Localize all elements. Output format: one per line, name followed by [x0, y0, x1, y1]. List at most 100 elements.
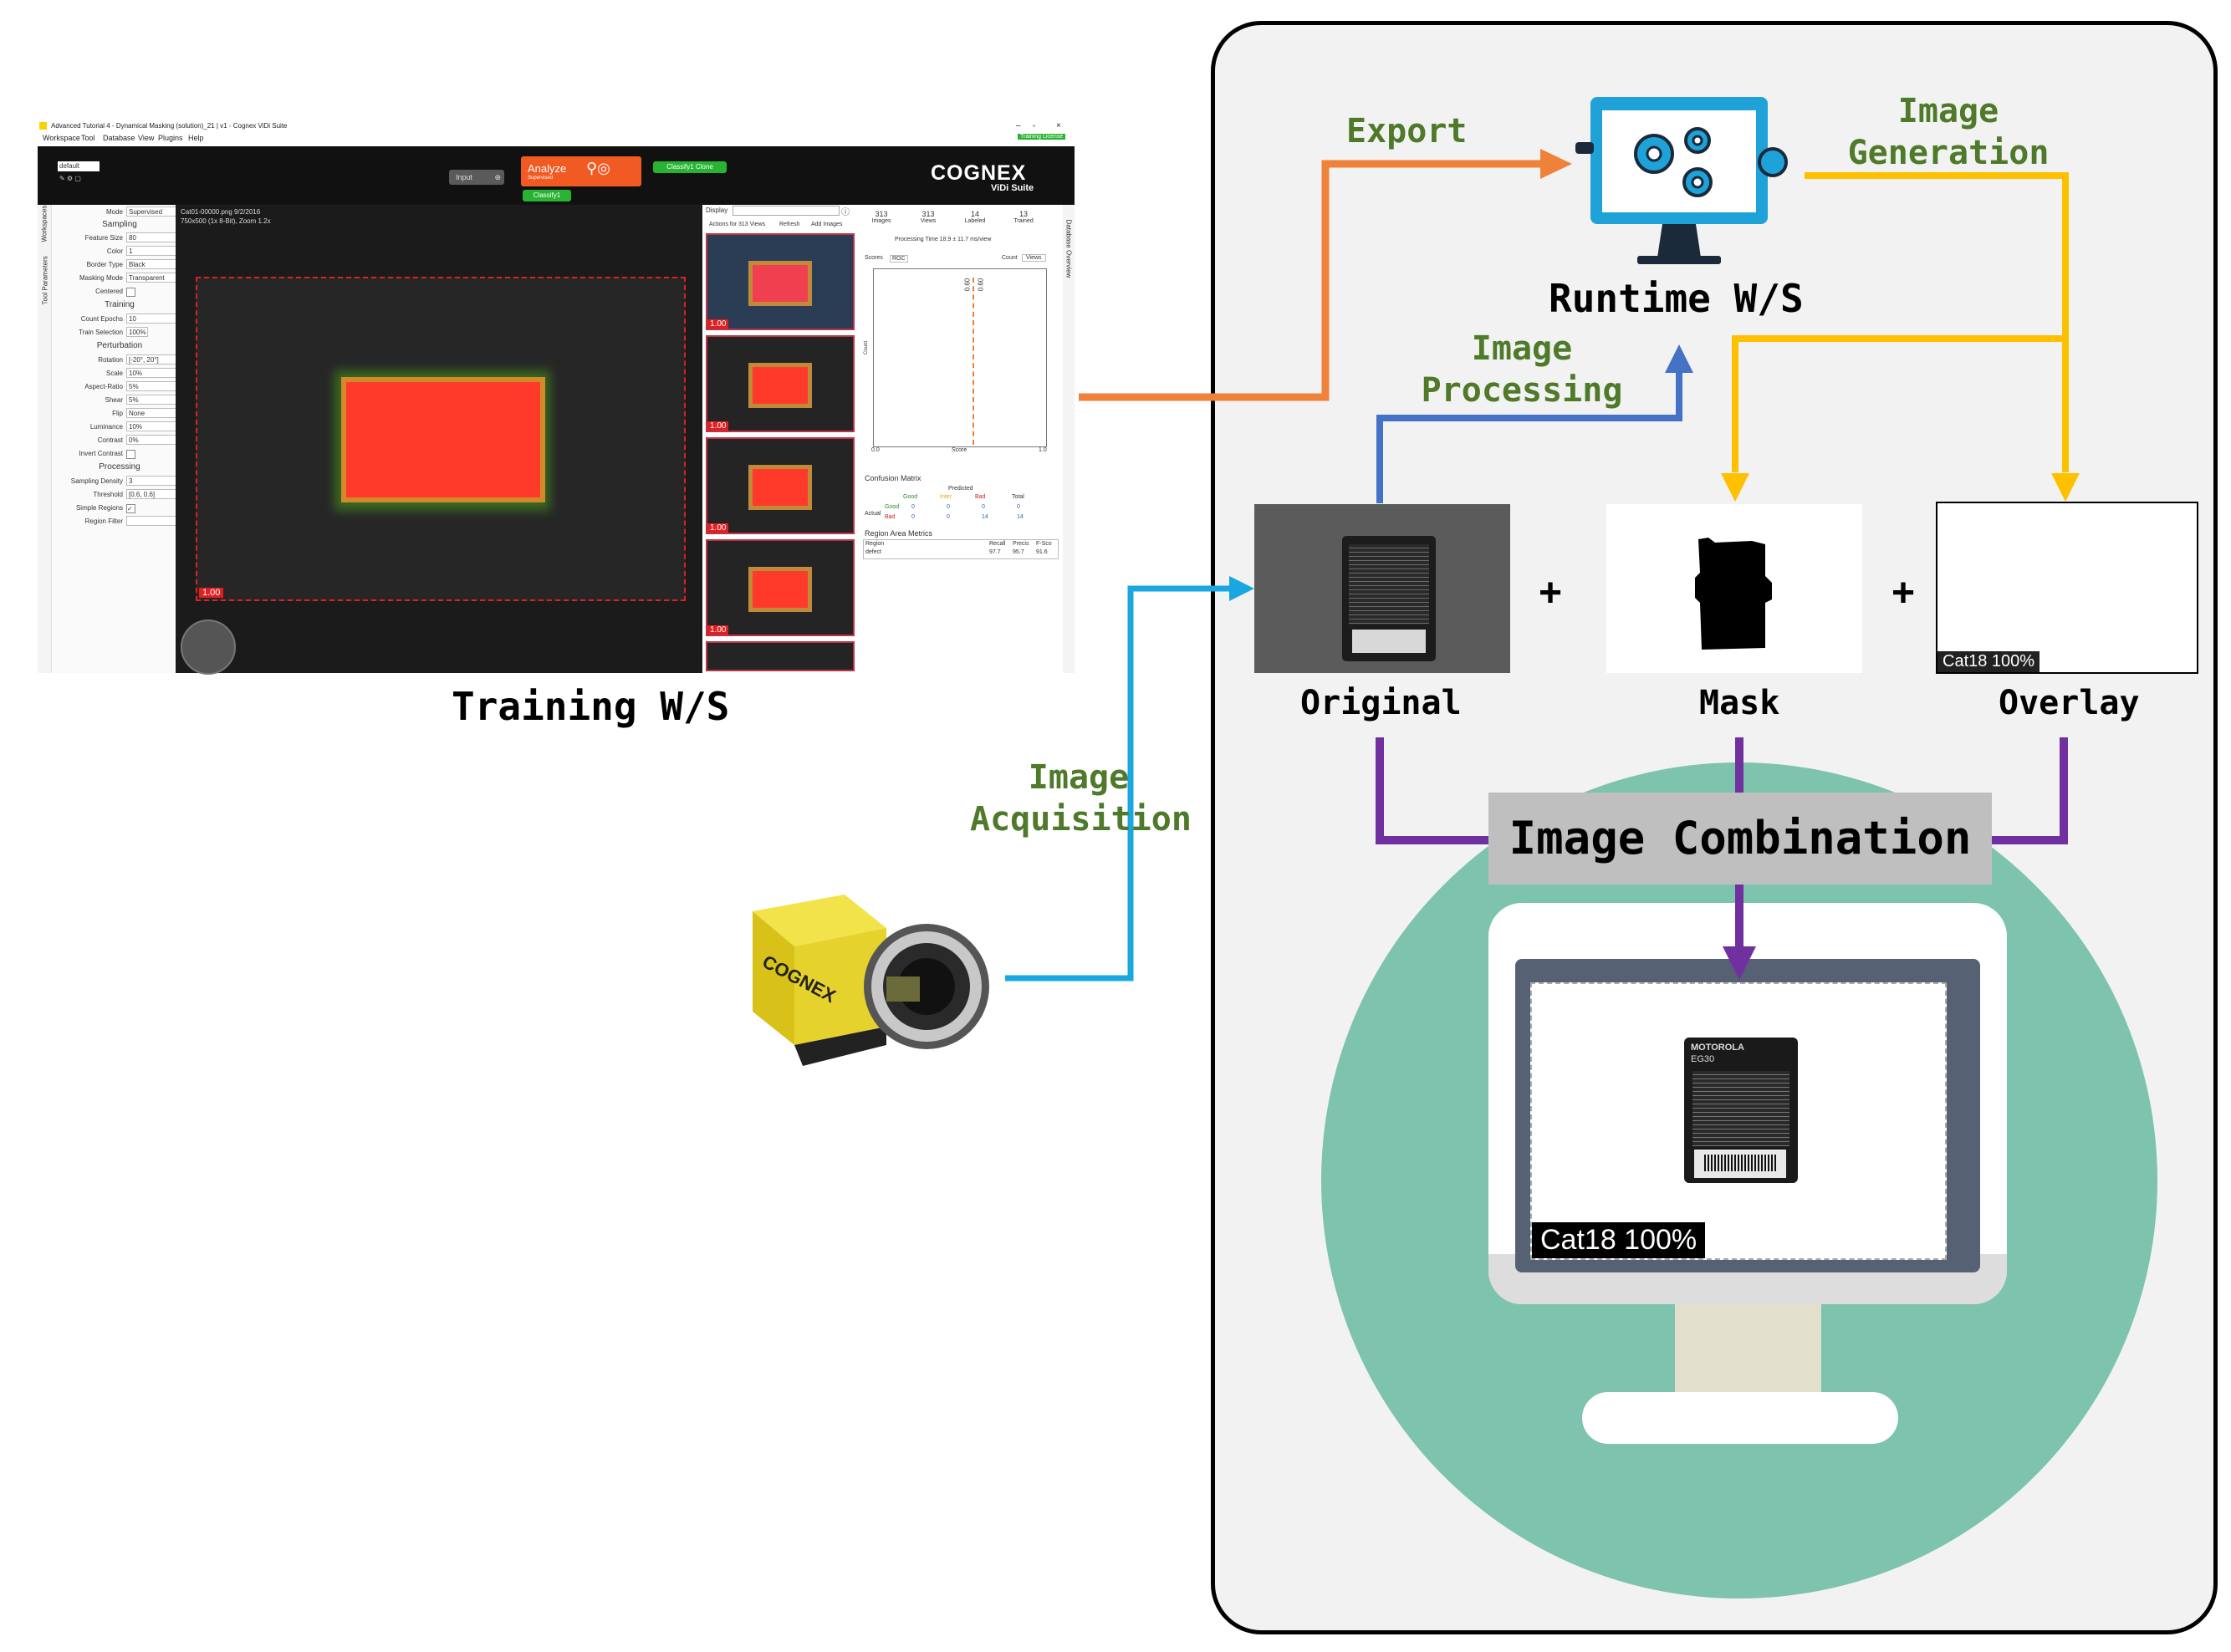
train-selection-field[interactable]: 100%: [126, 327, 148, 337]
image-acquisition-label: Image Acquisition: [970, 758, 1192, 839]
overview-tab-strip: Database Overview: [1063, 205, 1075, 673]
thumb-heatmap: [753, 571, 808, 608]
param-invert-contrast: Invert Contrast: [53, 448, 186, 461]
invert-contrast-checkbox[interactable]: [126, 450, 135, 459]
minimize-icon[interactable]: –: [1016, 121, 1021, 130]
generation-arrow: [1805, 172, 2069, 472]
views-select[interactable]: Views: [1022, 254, 1046, 262]
barcode-icon: [1704, 1155, 1776, 1171]
analyze-label: Analyze: [528, 162, 567, 175]
count-epochs-field[interactable]: 10: [126, 314, 176, 324]
image-generation-label: Image Generation: [1847, 92, 2050, 172]
tab-roc[interactable]: ROC: [890, 255, 908, 263]
thumbnail-item[interactable]: 1.00: [706, 437, 855, 534]
histogram-x-min: 0.0: [871, 447, 880, 453]
image-viewer[interactable]: Cat01-00000.png 9/2/2016 750x500 (1x 8-B…: [176, 205, 702, 675]
info-icon[interactable]: ⓘ: [841, 208, 850, 217]
histogram-x-max: 1.0: [1039, 447, 1047, 453]
classify-clone-node[interactable]: Classify1 Clone: [653, 161, 727, 173]
title-bar: Advanced Tutorial 4 - Dynamical Masking …: [38, 121, 1075, 133]
input-node[interactable]: Input ⊕: [449, 170, 504, 185]
thumb-score: 1.00: [707, 625, 729, 635]
menu-help[interactable]: Help: [188, 134, 204, 142]
original-battery-label: [1352, 630, 1426, 653]
thumb-score: 1.00: [707, 319, 729, 329]
monitor-stand: [1675, 1304, 1821, 1400]
overlay-tag: Cat18 100%: [1937, 651, 2040, 672]
contrast-field[interactable]: 0%: [126, 435, 176, 445]
display-select[interactable]: [733, 206, 840, 216]
viewer-file-info: Cat01-00000.png 9/2/2016: [181, 208, 261, 216]
result-battery-print: [1692, 1071, 1789, 1146]
close-icon[interactable]: ×: [1056, 121, 1061, 130]
menu-workspace[interactable]: Workspace: [43, 134, 80, 142]
original-image: [1254, 504, 1510, 673]
classify-node[interactable]: Classify1: [523, 190, 571, 201]
tab-scores[interactable]: Scores: [865, 255, 883, 261]
result-image: MOTOROLA EG30 Cat18 100%: [1530, 982, 1947, 1260]
input-add-icon[interactable]: ⊕: [494, 173, 501, 181]
region-cell-name: defect: [865, 549, 882, 555]
combination-arrow-original: [1376, 737, 1493, 844]
thumbnail-item[interactable]: 1.00: [706, 233, 855, 330]
training-ws-label: Training W/S: [452, 684, 730, 729]
thumbnail-item[interactable]: [706, 641, 855, 671]
region-of-interest: 1.00: [196, 277, 686, 601]
cognex-brand: COGNEX: [931, 161, 1027, 185]
shear-field[interactable]: 5%: [126, 395, 176, 405]
region-cell-fscore: 91.6: [1036, 549, 1048, 555]
generation-arrowhead-mask: [1721, 473, 1749, 502]
region-metrics-table: Region Recall Precis F-Sco defect 97.7 9…: [863, 539, 1059, 559]
aspect-ratio-field[interactable]: 5%: [126, 381, 176, 391]
original-battery-print: [1349, 544, 1429, 625]
workspace-tools-icon[interactable]: ✎ ⚙ ▢: [59, 175, 81, 182]
cell-bad-bad: 14: [982, 514, 988, 520]
masking-mode-select[interactable]: Transparent: [126, 273, 176, 283]
overlay-label: Overlay: [1999, 684, 2140, 722]
export-arrow: [1079, 160, 1543, 401]
thumbs-add-images[interactable]: Add Images: [811, 222, 843, 227]
thumb-score: 1.00: [707, 523, 729, 533]
flip-select[interactable]: None: [126, 408, 176, 418]
col-inter: Inter: [940, 494, 952, 500]
param-centered: Centered: [53, 286, 186, 298]
threshold-line: [973, 278, 974, 445]
thumbs-actions[interactable]: Actions for 313 Views: [709, 222, 766, 227]
maximize-icon[interactable]: ▫: [1033, 121, 1036, 130]
cell-bad-inter: 0: [947, 514, 950, 520]
menu-tool[interactable]: Tool: [81, 134, 95, 142]
simple-regions-checkbox[interactable]: ✓: [126, 504, 135, 513]
menu-database[interactable]: Database: [103, 134, 135, 142]
centered-checkbox[interactable]: [126, 288, 135, 297]
side-tab-strip: Workspaces Tool Parameters: [38, 205, 52, 673]
analyze-tool-icons[interactable]: ⚲◎: [586, 160, 610, 176]
mask-shape: [1695, 538, 1772, 650]
analyze-node[interactable]: Analyze Supervised ⚲◎: [521, 156, 641, 186]
menu-plugins[interactable]: Plugins: [158, 134, 183, 142]
region-header-region: Region: [865, 541, 885, 547]
thumbnail-item[interactable]: 1.00: [706, 539, 855, 636]
region-cell-precision: 95.7: [1013, 549, 1024, 555]
display-label: Display: [706, 206, 728, 214]
original-battery: [1342, 536, 1436, 661]
score-histogram: 0.60 0.60: [873, 268, 1047, 447]
menu-view[interactable]: View: [138, 134, 155, 142]
image-processing-label: Image Processing: [1421, 329, 1623, 410]
row-bad: Bad: [885, 514, 896, 520]
workspace-select[interactable]: default: [58, 161, 100, 171]
result-battery-brand: MOTOROLA: [1691, 1043, 1744, 1053]
navigation-dial[interactable]: [181, 620, 236, 675]
thumbs-refresh[interactable]: Refresh: [779, 222, 800, 227]
result-battery-model: EG30: [1691, 1054, 1715, 1064]
confusion-predicted: Predicted: [948, 486, 973, 492]
thumbnail-item[interactable]: 1.00: [706, 335, 855, 432]
thumb-score: 1.00: [707, 421, 729, 431]
